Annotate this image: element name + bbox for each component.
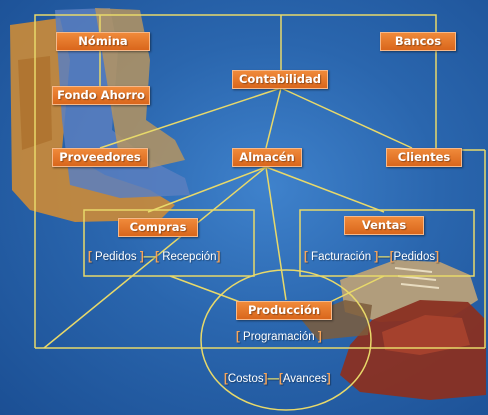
almacen-compras-line <box>148 167 266 212</box>
recepcion-label: Recepción <box>162 251 216 263</box>
nomina-node: Nómina <box>56 32 150 51</box>
ventas-node: Ventas <box>344 216 424 235</box>
contab-clientes-line <box>281 88 412 148</box>
contabilidad-node: Contabilidad <box>232 70 328 89</box>
contab-almacen-line <box>266 88 281 148</box>
pedidos-label: Pedidos <box>95 251 137 263</box>
produccion-node: Producción <box>236 301 332 320</box>
ventas-produccion-line <box>330 276 384 302</box>
compras-node: Compras <box>118 218 198 237</box>
facturacion-label: Facturación <box>311 251 371 263</box>
almacen-ventas-line <box>266 167 384 212</box>
proveedores-node: Proveedores <box>52 148 148 167</box>
almacen-node: Almacén <box>232 148 302 167</box>
compras-subitems: [ Pedidos ]—[ Recepción] <box>88 251 220 263</box>
produccion-subitems: [Costos]—[Avances] <box>224 373 331 385</box>
programacion-item: [ Programación ] <box>236 331 322 343</box>
top-frame-line <box>35 15 436 348</box>
pedidos-ventas-label: Pedidos <box>394 251 436 263</box>
bancos-node: Bancos <box>380 32 456 51</box>
programacion-label: Programación <box>243 331 315 343</box>
almacen-produccion-line <box>266 167 286 300</box>
avances-label: Avances <box>283 373 327 385</box>
ventas-subitems: [ Facturación ]—[Pedidos] <box>304 251 439 263</box>
clientes-node: Clientes <box>386 148 462 167</box>
compras-produccion-line <box>170 276 240 302</box>
costos-label: Costos <box>228 373 264 385</box>
fondo-ahorro-node: Fondo Ahorro <box>52 86 150 105</box>
